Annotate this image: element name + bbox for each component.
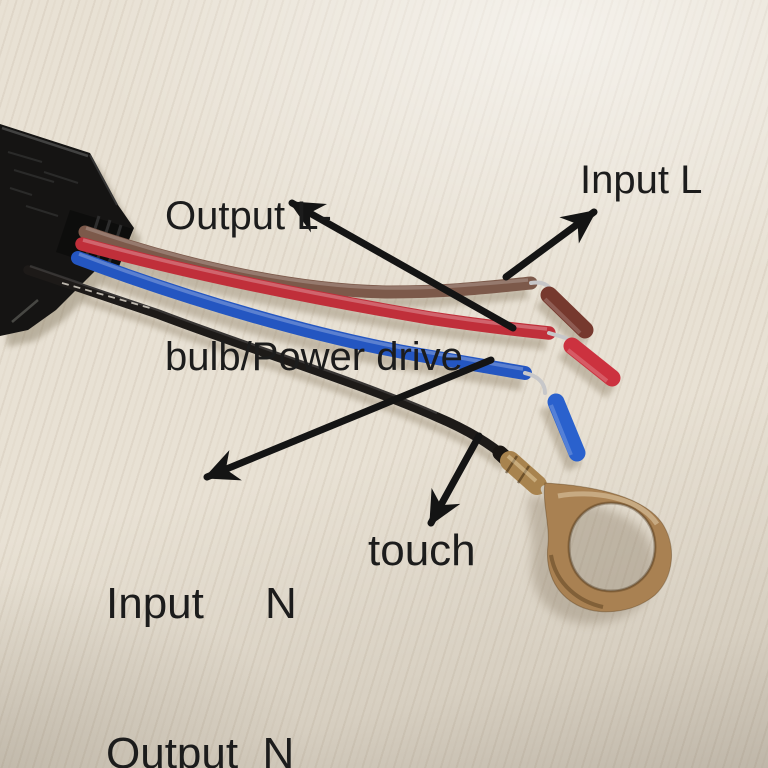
ring-bottom-shade [549, 554, 604, 609]
brown-wire-group [78, 225, 594, 339]
brown-sleeve-highlight [543, 297, 582, 335]
touch-ring-terminal [543, 482, 672, 613]
crimp-ribs [504, 455, 531, 484]
red-wire-tinned-tip [547, 331, 568, 340]
blue-wire-tinned-tip [523, 371, 547, 395]
ring-hole-edge [567, 501, 657, 593]
blue-sleeve-highlight [549, 404, 573, 456]
ring-top-highlight [557, 491, 660, 526]
red-wire-shadow [77, 249, 547, 350]
label-output-l: Output L- bulb/Power drive [165, 99, 463, 475]
crimp-highlight [506, 454, 538, 483]
black-wire-print [61, 282, 151, 309]
label-output-l-line1: Output L- [165, 194, 332, 238]
label-input-output-n: Input N Output N [106, 479, 297, 768]
red-sleeve-highlight [566, 348, 609, 383]
module-embossed-marks [7, 151, 79, 217]
brown-wire-highlight [85, 226, 529, 290]
sleeve-shadows [535, 295, 617, 472]
label-input-l: Input L [580, 158, 703, 202]
blue-wire-shadow [72, 262, 524, 391]
arrow-input-output-n [203, 356, 495, 481]
module-corner-highlight [89, 154, 118, 206]
label-input-n: Input N [106, 579, 297, 628]
black-wire-group [23, 264, 672, 613]
brown-wire [78, 225, 538, 299]
module-bottom-edge [11, 299, 39, 323]
label-touch: touch [368, 526, 476, 575]
arrow-input-l [502, 208, 598, 281]
annotation-arrows [203, 199, 598, 527]
brown-sleeve [540, 286, 594, 339]
arrow-touch [427, 432, 483, 527]
arrow-output-l [288, 199, 517, 332]
label-output-l-line2: bulb/Power drive [165, 335, 463, 379]
module-top-highlight [1, 126, 89, 158]
label-output-n: Output N [106, 729, 295, 768]
red-wire [75, 237, 556, 340]
blue-wire [71, 251, 532, 380]
blue-sleeve [547, 393, 586, 462]
black-wire [23, 265, 511, 463]
blue-wire-group [71, 251, 586, 462]
red-sleeve [563, 337, 621, 387]
